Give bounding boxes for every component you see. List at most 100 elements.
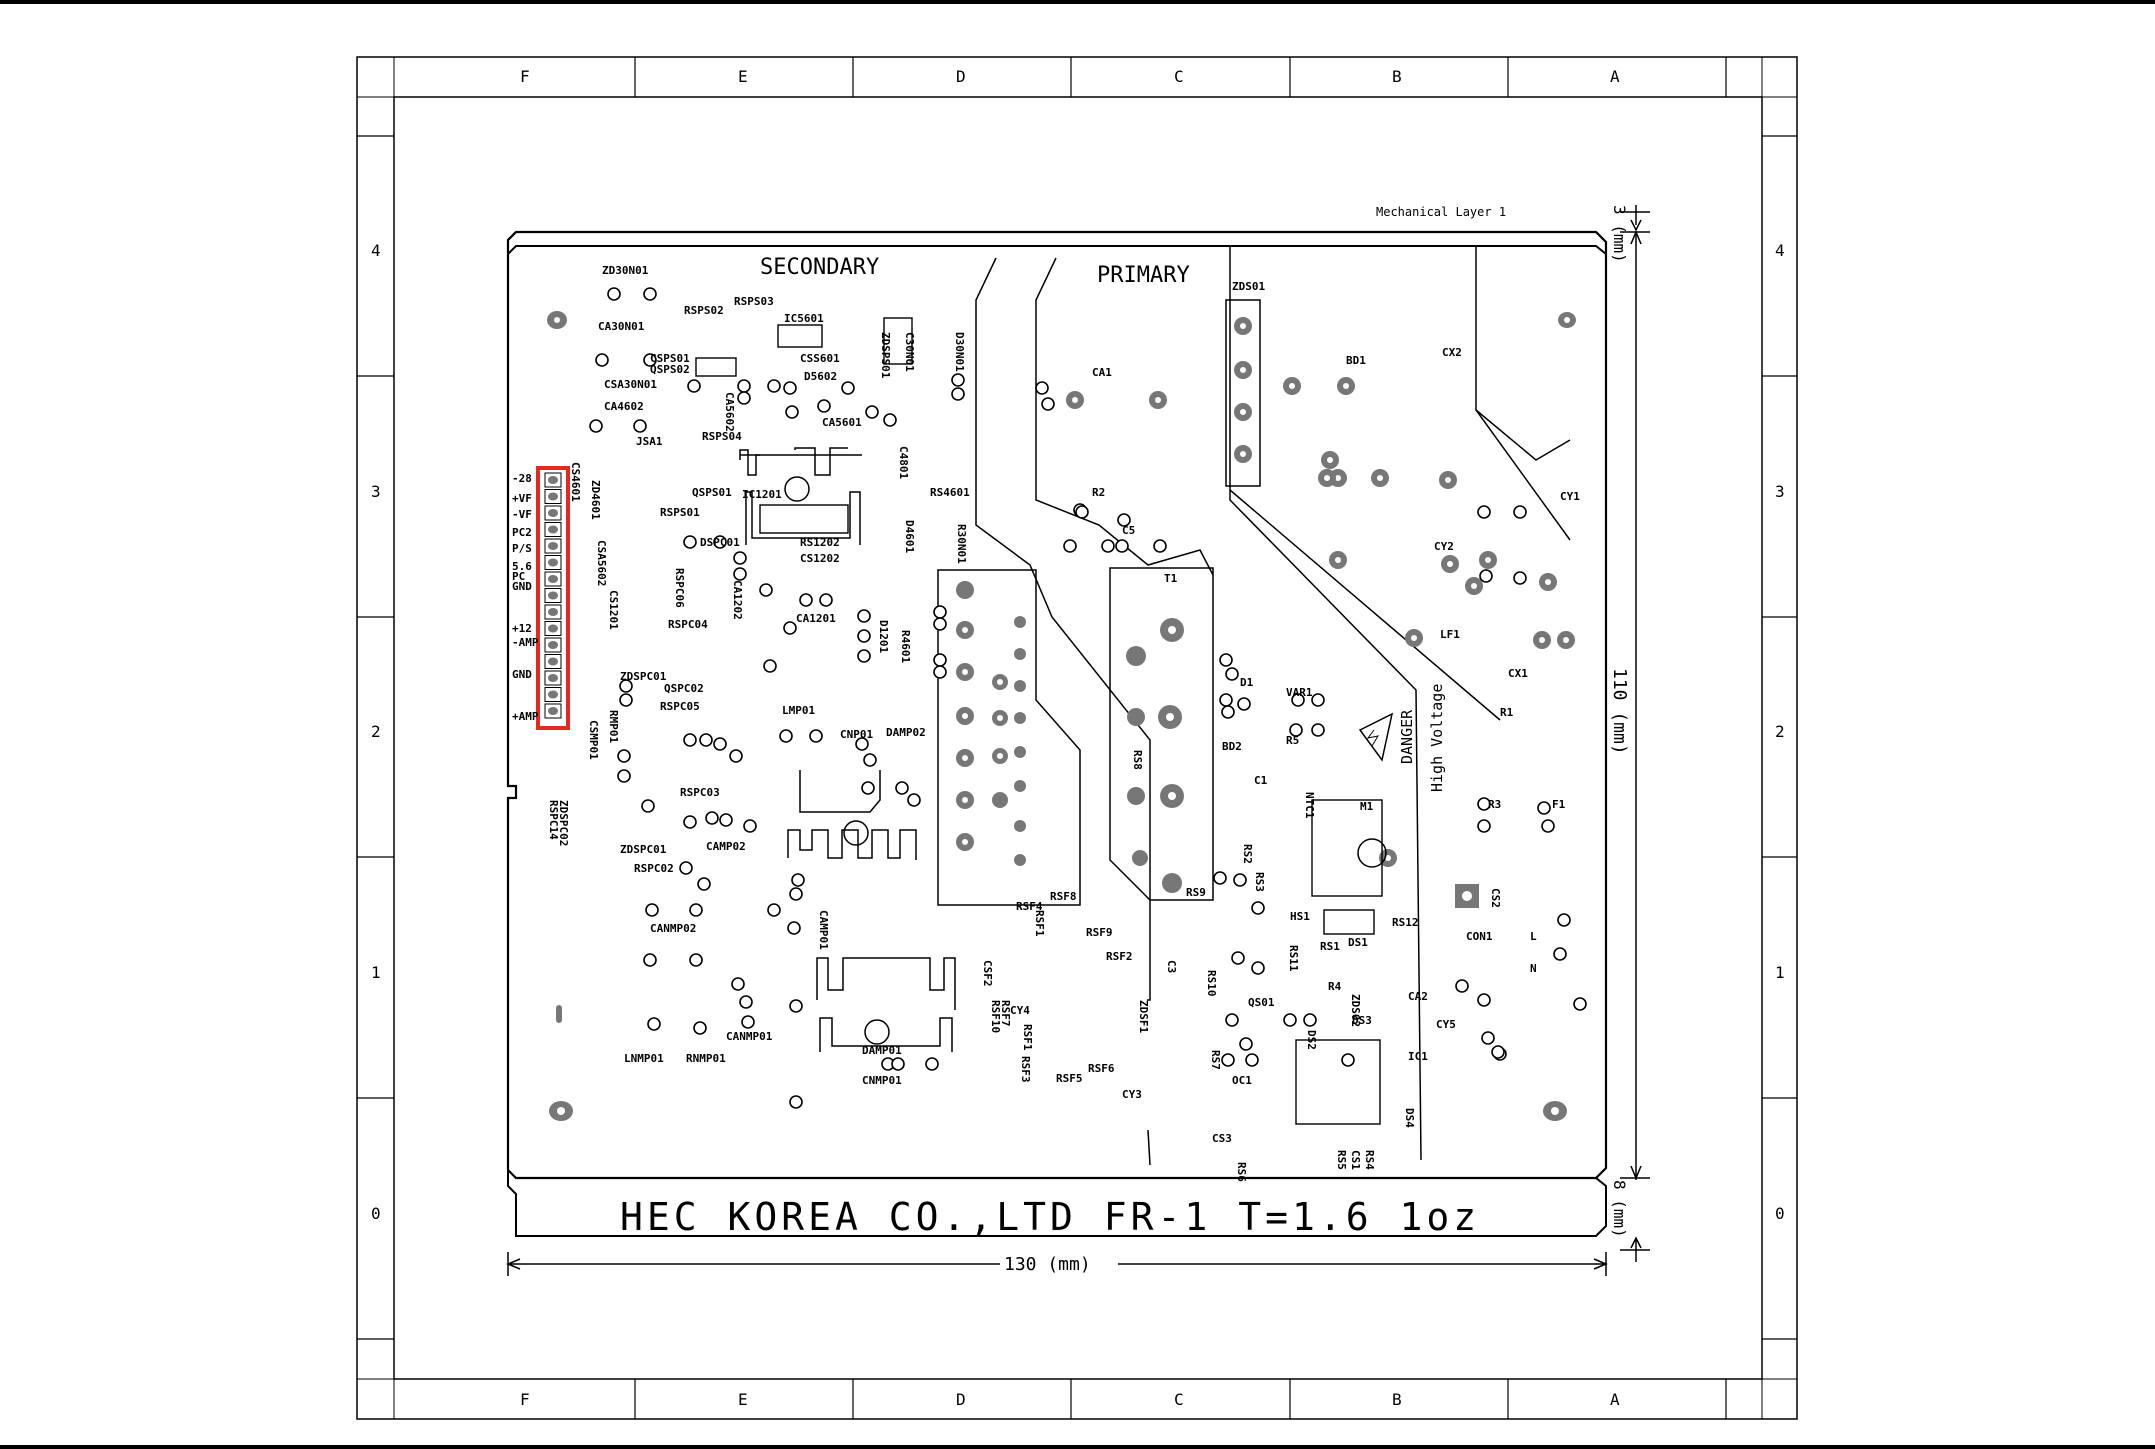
component-label: CNMP01 — [862, 1074, 902, 1087]
connector-pin-label: -AMP — [512, 636, 539, 649]
highlighted-connector[interactable] — [536, 466, 570, 730]
high-voltage-label: High Voltage — [1428, 684, 1446, 792]
component-label: CSS601 — [800, 352, 840, 365]
component-label: RSF1 — [1033, 910, 1046, 937]
component-label: RSF9 — [1086, 926, 1113, 939]
connector-pin-label: +AMP — [512, 710, 539, 723]
component-label: CA1 — [1092, 366, 1112, 379]
layer-label: Mechanical Layer 1 — [1376, 205, 1506, 219]
component-label: CY5 — [1436, 1018, 1456, 1031]
component-label: CANMP02 — [650, 922, 696, 935]
component-label: RS2 — [1241, 844, 1254, 864]
component-label: IC1 — [1408, 1050, 1428, 1063]
col-label: F — [520, 67, 530, 86]
component-label: CAMP02 — [706, 840, 746, 853]
component-label: QS01 — [1248, 996, 1275, 1009]
component-label: CA30N01 — [598, 320, 645, 333]
component-label: LF1 — [1440, 628, 1460, 641]
component-label: M1 — [1360, 800, 1374, 813]
component-label: DS1 — [1348, 936, 1368, 949]
connector-pin-label: PC2 — [512, 526, 532, 539]
component-label: RS11 — [1287, 945, 1300, 972]
component-label: CY1 — [1560, 490, 1580, 503]
col-label: B — [1392, 1390, 1402, 1409]
component-label: CSF2 — [981, 960, 994, 987]
component-label: CY4 — [1010, 1004, 1030, 1017]
component-label: CA2 — [1408, 990, 1428, 1003]
component-label: RSPC14 — [547, 800, 560, 840]
component-label: DSPC01 — [700, 536, 740, 549]
col-label: D — [956, 1390, 966, 1409]
component-label: D4601 — [903, 520, 916, 553]
component-label: RS1202 — [800, 536, 840, 549]
component-label: IC1201 — [742, 488, 782, 501]
component-label: CNP01 — [840, 728, 873, 741]
connector-pin-label: +VF — [512, 492, 532, 505]
connector-pin-label: +12 — [512, 622, 532, 635]
component-label: LNMP01 — [624, 1052, 664, 1065]
component-label: CAMP01 — [817, 910, 830, 950]
component-label: ZDSPC01 — [620, 670, 667, 683]
component-label: RSF3 — [1019, 1056, 1032, 1083]
component-label: R2 — [1092, 486, 1105, 499]
row-label: 3 — [371, 482, 381, 501]
component-label: LMP01 — [782, 704, 815, 717]
pad-array — [956, 581, 1184, 893]
component-label: R1 — [1500, 706, 1514, 719]
component-label: C4801 — [897, 446, 910, 479]
col-label: E — [738, 67, 748, 86]
component-label: ZDS02 — [1349, 994, 1362, 1027]
component-label: CA1201 — [796, 612, 836, 625]
component-label: CSA30N01 — [604, 378, 657, 391]
component-labels: ZD30N01CA30N01CSA30N01RSPS02RSPS03IC5601… — [547, 264, 1580, 1182]
component-label: CY3 — [1122, 1088, 1142, 1101]
row-label: 2 — [1775, 722, 1785, 741]
component-label: RS7 — [1209, 1050, 1222, 1070]
component-label: BD1 — [1346, 354, 1366, 367]
component-label: RS1 — [1320, 940, 1340, 953]
component-label: CS1202 — [800, 552, 840, 565]
isolation-lines — [975, 245, 1571, 1166]
component-label: L — [1530, 930, 1537, 943]
col-label: D — [956, 67, 966, 86]
component-label: D1 — [1240, 676, 1254, 689]
component-label: DS2 — [1305, 1030, 1318, 1050]
component-label: R4 — [1328, 980, 1342, 993]
row-label: 4 — [371, 241, 381, 260]
component-label: DAMP01 — [862, 1044, 902, 1057]
component-label: RSF8 — [1050, 890, 1077, 903]
row-label: 3 — [1775, 482, 1785, 501]
dim-width: 130 (mm) — [1004, 1254, 1091, 1275]
component-label: RSF2 — [1106, 950, 1133, 963]
component-label: CON1 — [1466, 930, 1493, 943]
component-label: BD2 — [1222, 740, 1242, 753]
component-label: DS3 — [1352, 1014, 1372, 1027]
component-label: CX2 — [1442, 346, 1462, 359]
component-label: RSPS04 — [702, 430, 742, 443]
component-label: CA5602 — [723, 392, 736, 432]
row-label: 1 — [1775, 963, 1785, 982]
component-label: ZDSPS01 — [879, 332, 892, 379]
component-label: RSF1 — [1021, 1024, 1034, 1051]
connector-pins — [544, 472, 562, 719]
component-label: R5 — [1286, 734, 1299, 747]
component-label: RS4601 — [930, 486, 970, 499]
component-label: CSA5602 — [595, 540, 608, 586]
component-label: RSF6 — [1088, 1062, 1115, 1075]
row-label: 4 — [1775, 241, 1785, 260]
component-label: RSF4 — [1016, 900, 1043, 913]
component-label: JSA1 — [636, 435, 663, 448]
row-label: 1 — [371, 963, 381, 982]
connector-pin-label: -VF — [512, 508, 532, 521]
component-label: CA5601 — [822, 416, 862, 429]
component-label: RSPS03 — [734, 295, 774, 308]
col-label: B — [1392, 67, 1402, 86]
component-label: HS1 — [1290, 910, 1310, 923]
component-label: NTC1 — [1303, 792, 1316, 819]
outer-frame — [356, 56, 1798, 1420]
component-label: C5 — [1122, 524, 1135, 537]
col-label: A — [1610, 1390, 1620, 1409]
component-label: RS9 — [1186, 886, 1206, 899]
component-label: IC5601 — [784, 312, 824, 325]
